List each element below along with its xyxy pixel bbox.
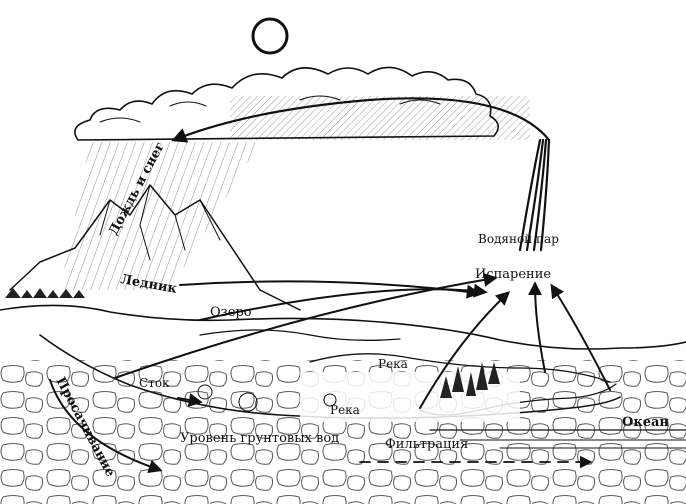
label-runoff: Сток	[139, 376, 170, 390]
label-river-lower: Река	[330, 403, 360, 417]
cloud	[74, 66, 530, 141]
label-ocean: Океан	[622, 415, 669, 430]
trees	[197, 362, 500, 412]
evaporation-arrows	[114, 272, 611, 409]
label-river-upper: Река	[378, 357, 408, 371]
sun-icon	[251, 17, 289, 55]
mountains	[5, 184, 301, 311]
label-evaporation: Испарение	[475, 267, 551, 282]
vapor-arrows	[171, 97, 551, 252]
ground-arrows	[49, 379, 593, 474]
label-filtration: Фильтрация	[385, 437, 468, 452]
rain-shading	[60, 142, 260, 290]
label-groundwater: Уровень грунтовых вод	[180, 431, 339, 446]
label-lake: Озеро	[210, 305, 252, 320]
label-water-vapor: Водяной пар	[478, 232, 559, 246]
